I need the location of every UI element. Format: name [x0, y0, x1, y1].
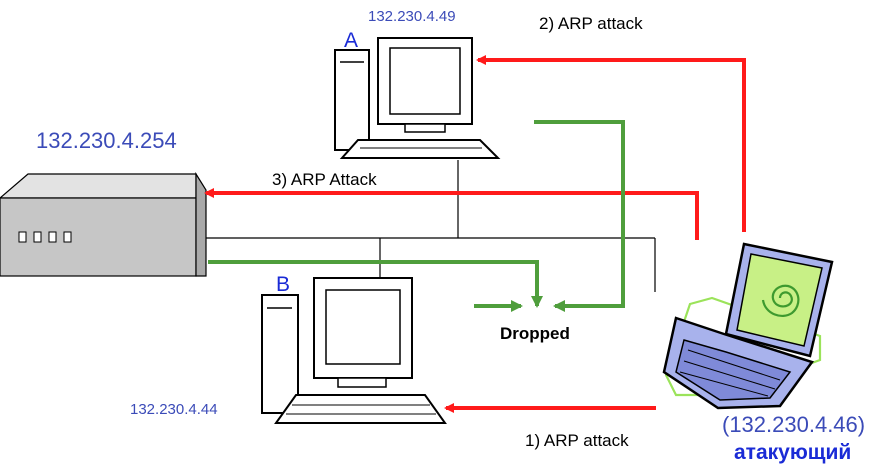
dropped-label: Dropped: [500, 324, 570, 343]
host-b-keyboard: [274, 394, 447, 424]
laptop-screen-panel: [736, 253, 823, 347]
arp-attack-2-label: 2) ARP attack: [539, 14, 643, 33]
host-a-computer: [334, 37, 501, 159]
host-a-ip-label: 132.230.4.49: [368, 8, 456, 25]
router-port-led: [48, 231, 57, 243]
attack-arrows: [204, 55, 746, 413]
host-a-letter: A: [344, 29, 358, 52]
router-side-face: [195, 171, 207, 277]
host-a-tower: [334, 49, 370, 151]
host-b-computer: [261, 277, 447, 424]
router-front-face: [0, 197, 197, 277]
router-port-led: [63, 231, 72, 243]
arp-attack-1-label: 1) ARP attack: [525, 431, 629, 450]
attacker-ip-label: (132.230.4.46): [722, 412, 865, 437]
dropped-arrow-from-host-a: [534, 120, 625, 312]
dropped-arrow-from-router: [208, 260, 543, 308]
arp-attack-arrow-2: [476, 55, 746, 232]
spiral-icon: [761, 284, 800, 317]
host-b-screen: [325, 289, 401, 365]
router-top-face: [0, 173, 197, 199]
router-port-led: [33, 231, 42, 243]
host-a-screen: [389, 47, 461, 115]
attacker-role-label: атакующий: [734, 441, 851, 464]
dropped-arrows: [208, 120, 625, 312]
network-cabling: [196, 160, 656, 292]
router-ip-label: 132.230.4.254: [36, 128, 177, 153]
host-b-letter: B: [276, 273, 290, 296]
router-port-led: [18, 231, 27, 243]
arp-attack-3-label: 3) ARP Attack: [272, 170, 377, 189]
attacker-laptop: [662, 242, 834, 410]
host-a-keyboard: [339, 139, 501, 159]
host-b-ip-label: 132.230.4.44: [130, 401, 218, 418]
router-device: [0, 171, 207, 277]
arp-attack-arrow-3: [204, 188, 699, 240]
host-b-tower: [261, 294, 299, 414]
